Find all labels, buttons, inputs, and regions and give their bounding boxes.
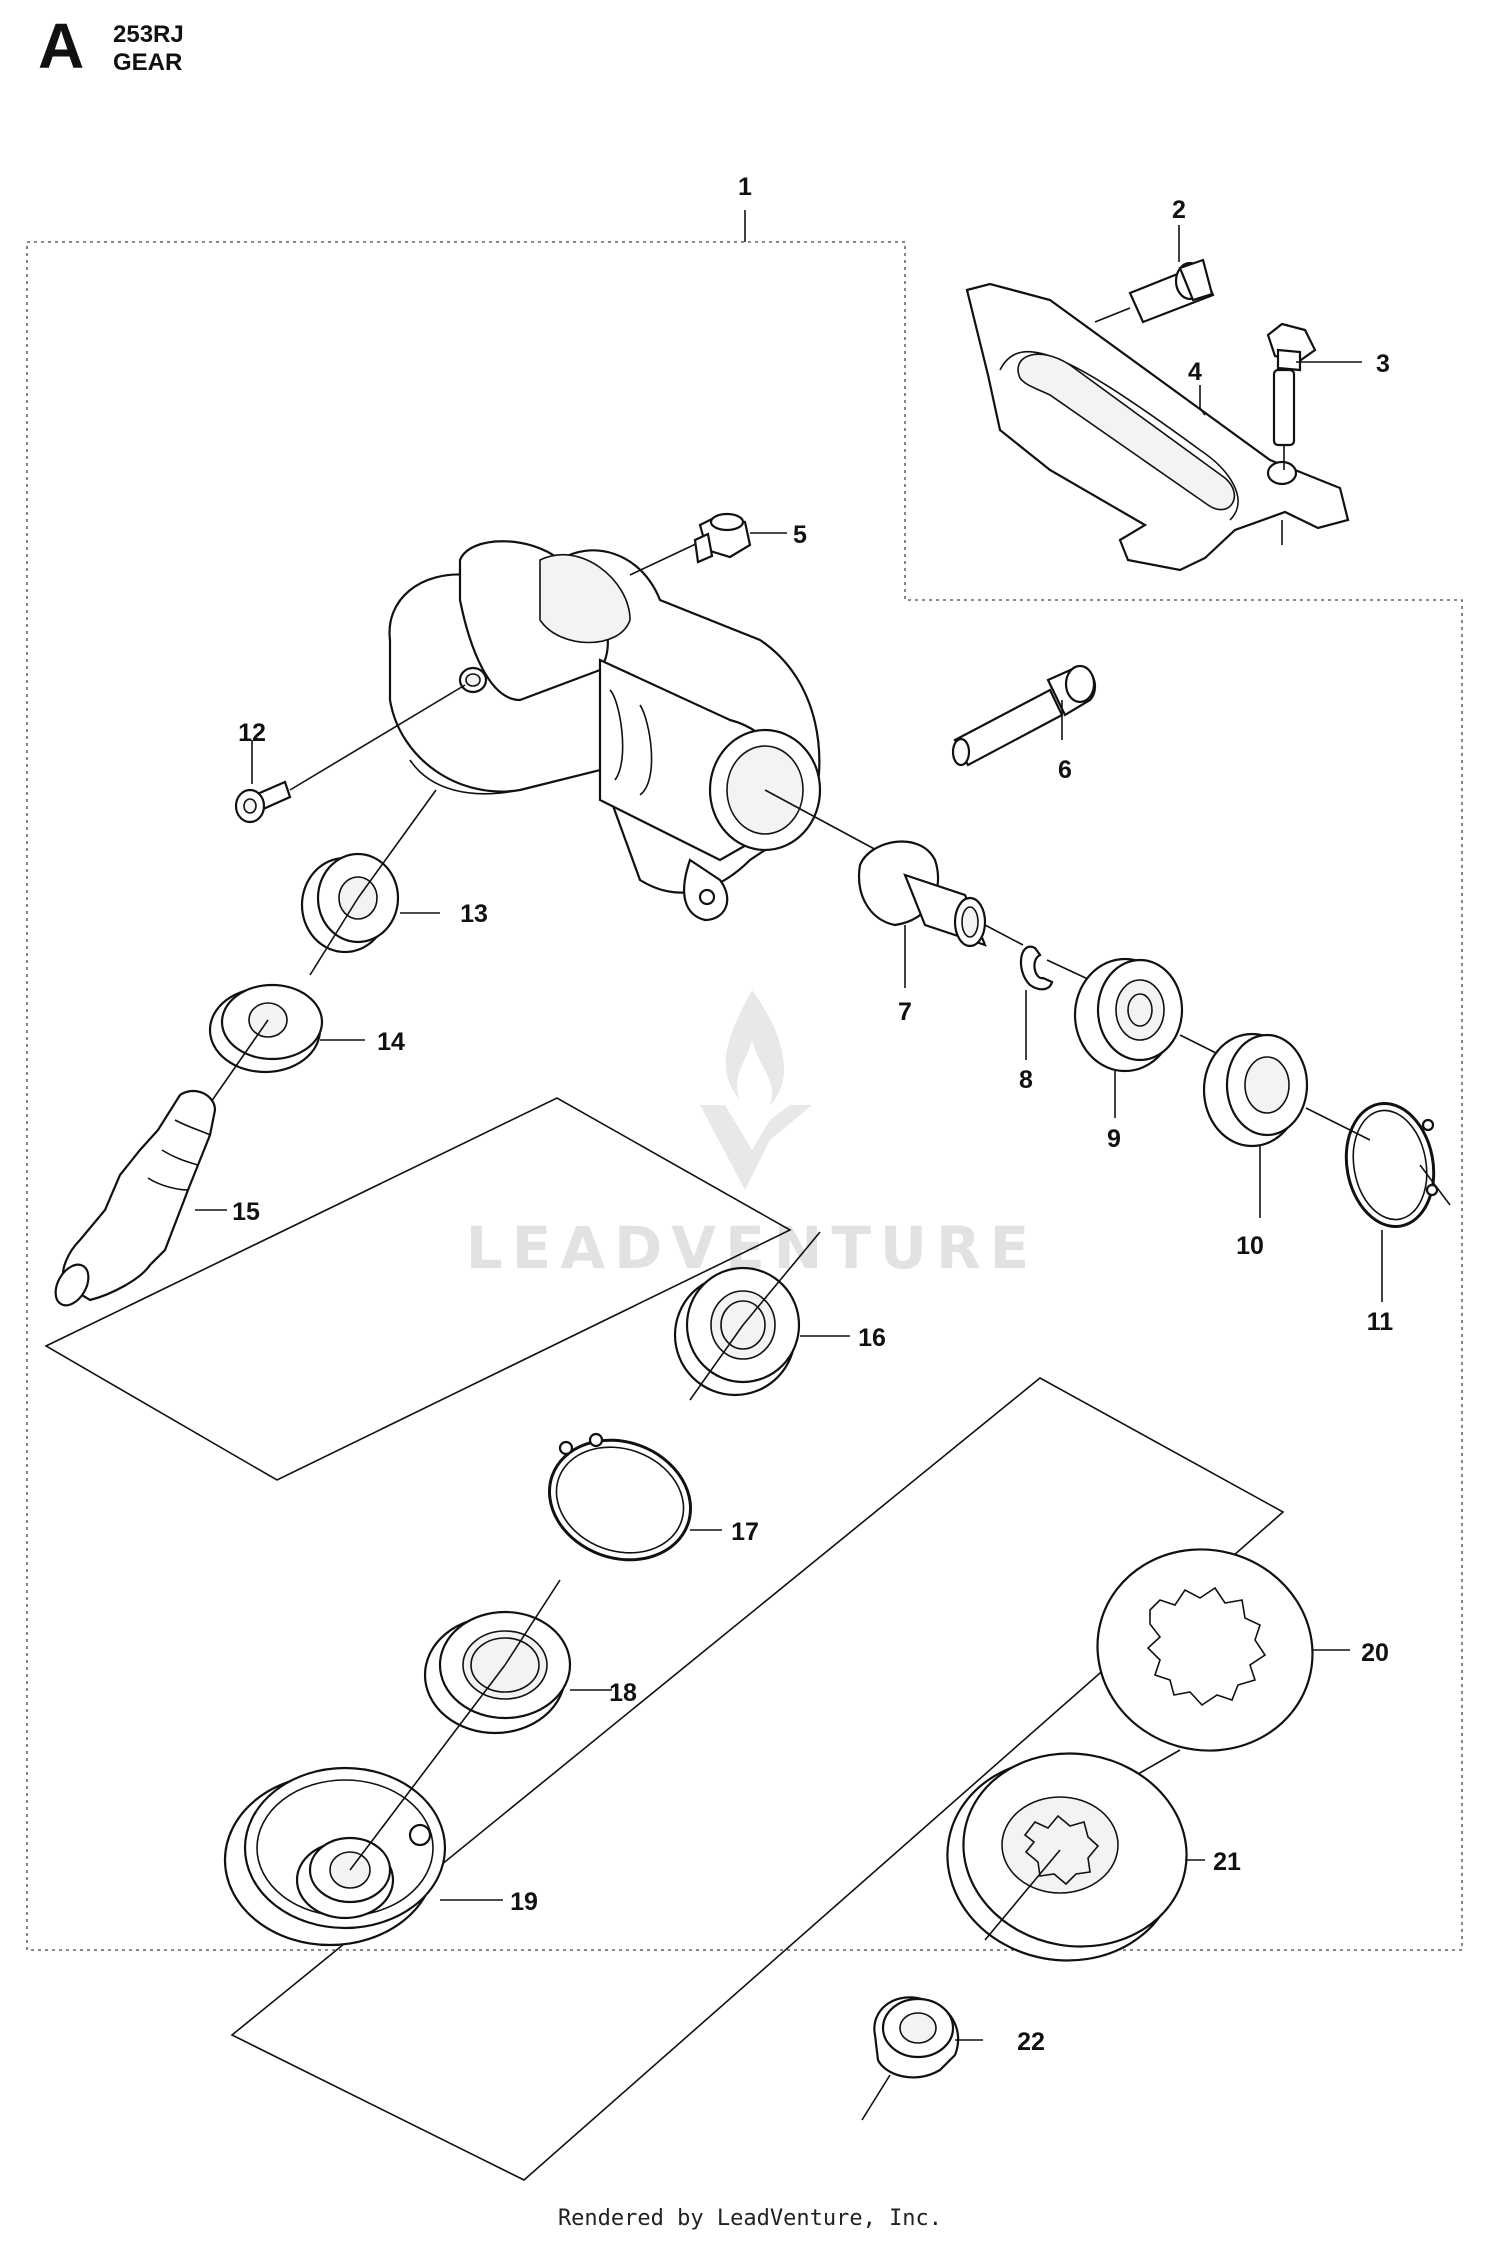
- section-letter: A: [38, 10, 85, 82]
- footer-credit: Rendered by LeadVenture, Inc.: [557, 2206, 943, 2231]
- part-6-bolt: [951, 664, 1097, 767]
- part-10-bearing: [1202, 1032, 1371, 1218]
- part-1-gear-housing: [388, 540, 881, 922]
- part-18-seal: [423, 1579, 612, 1735]
- callout-3: 3: [1376, 350, 1390, 378]
- callout-12: 12: [238, 719, 266, 747]
- callout-18: 18: [609, 1679, 637, 1707]
- part-4-guard-cover: [965, 282, 1350, 572]
- callout-10: 10: [1236, 1232, 1264, 1260]
- callout-15: 15: [232, 1198, 260, 1226]
- part-5-plug-screw: [693, 512, 787, 564]
- callout-21: 21: [1213, 1848, 1241, 1876]
- group-frame-washers: [230, 1377, 1285, 2181]
- callout-5: 5: [793, 521, 807, 549]
- part-13-bearing: [300, 789, 440, 976]
- callout-2: 2: [1172, 196, 1186, 224]
- part-2-screw: [1094, 258, 1215, 324]
- callout-13: 13: [460, 900, 488, 928]
- part-12-screw: [234, 684, 466, 824]
- group-frame-bearing-shaft: [44, 1097, 792, 1481]
- assembly-boundary-1: [26, 241, 1463, 1951]
- callout-14: 14: [377, 1028, 405, 1056]
- part-22-nut: [861, 1996, 983, 2121]
- part-7-shaft-gear: [857, 840, 1024, 988]
- callout-19: 19: [510, 1888, 538, 1916]
- part-21-support-cup: [946, 1752, 1205, 1962]
- part-16-bearing: [673, 1231, 850, 1401]
- callout-17: 17: [731, 1518, 759, 1546]
- part-11-circlip: [1344, 1101, 1451, 1302]
- part-9-bearing: [1073, 957, 1241, 1118]
- callout-6: 6: [1058, 756, 1072, 784]
- part-3-clamp-pin: [1266, 322, 1317, 470]
- callout-7: 7: [898, 998, 912, 1026]
- callout-11: 11: [1367, 1308, 1394, 1336]
- callout-1: 1: [738, 173, 752, 201]
- part-14-seal: [194, 983, 365, 1126]
- callout-16: 16: [858, 1324, 886, 1352]
- part-19-cover-cup: [223, 1664, 506, 1947]
- callout-9: 9: [1107, 1125, 1121, 1153]
- callout-22: 22: [1017, 2028, 1045, 2056]
- callout-8: 8: [1019, 1066, 1033, 1094]
- callout-20: 20: [1361, 1639, 1389, 1667]
- part-20-lock-washer: [1096, 1548, 1350, 1791]
- part-8-retaining-clip: [1019, 945, 1091, 1060]
- callout-4: 4: [1188, 358, 1202, 386]
- watermark-logo-icon: [700, 990, 812, 1190]
- part-17-snap-ring: [547, 1432, 722, 1562]
- section-name: GEAR: [113, 49, 183, 76]
- model-number: 253RJ: [113, 21, 184, 48]
- part-15-pinion-shaft: [54, 1089, 227, 1307]
